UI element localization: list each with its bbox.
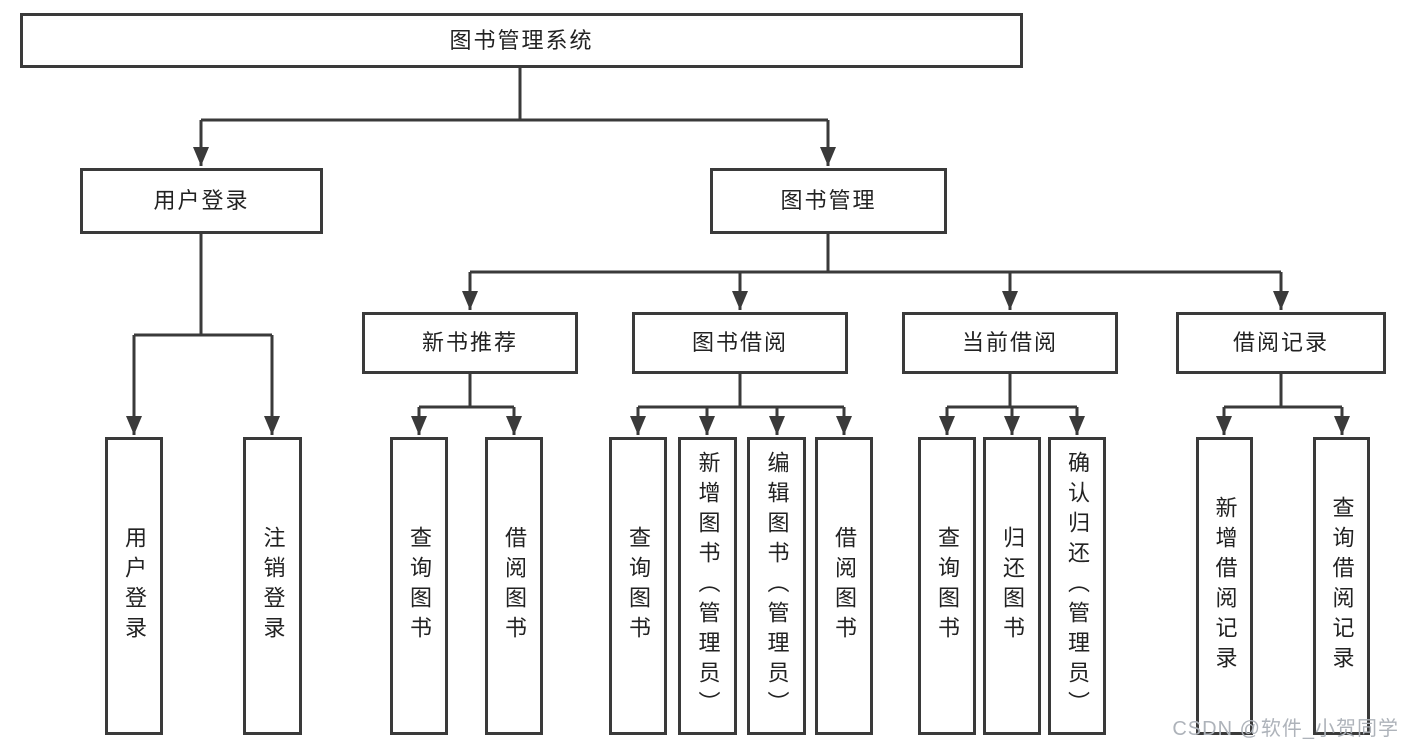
arrowhead-icon — [820, 147, 836, 166]
arrowhead-icon — [462, 291, 478, 310]
arrowhead-icon — [411, 416, 427, 435]
leaf-newbook-query-books: 查询图书 — [390, 437, 448, 735]
leaf-current-query-books: 查询图书 — [918, 437, 976, 735]
connector-borrow-records — [1222, 374, 1344, 435]
arrowhead-icon — [1002, 291, 1018, 310]
leaf-newbook-borrow-books: 借阅图书 — [485, 437, 543, 735]
arrowhead-icon — [732, 291, 748, 310]
node-library-system: 图书管理系统 — [20, 13, 1023, 68]
leaf-borrow-add-books-admin: 新增图书（管理员） — [678, 437, 737, 735]
connector-book-management — [468, 234, 1283, 310]
arrowhead-icon — [939, 416, 955, 435]
node-new-book-recommend: 新书推荐 — [362, 312, 578, 374]
node-book-management: 图书管理 — [710, 168, 947, 234]
leaf-records-query-record: 查询借阅记录 — [1313, 437, 1370, 735]
leaf-user-login: 用户登录 — [105, 437, 163, 735]
arrowhead-icon — [193, 147, 209, 166]
arrowhead-icon — [1334, 416, 1350, 435]
arrowhead-icon — [1216, 416, 1232, 435]
node-user-login: 用户登录 — [80, 168, 323, 234]
connector-current-borrow — [945, 374, 1079, 435]
arrowhead-icon — [126, 416, 142, 435]
csdn-watermark: CSDN @软件_小贺同学 — [1172, 718, 1399, 740]
arrowhead-icon — [264, 416, 280, 435]
connector-book-borrow — [636, 374, 846, 435]
connector-root — [199, 68, 830, 166]
leaf-logout: 注销登录 — [243, 437, 302, 735]
arrowhead-icon — [699, 416, 715, 435]
node-current-borrow: 当前借阅 — [902, 312, 1118, 374]
arrowhead-icon — [836, 416, 852, 435]
arrowhead-icon — [769, 416, 785, 435]
leaf-records-add-record: 新增借阅记录 — [1196, 437, 1253, 735]
connector-user-login — [132, 234, 274, 435]
node-book-borrow: 图书借阅 — [632, 312, 848, 374]
node-borrow-records: 借阅记录 — [1176, 312, 1386, 374]
leaf-current-confirm-return-admin: 确认归还（管理员） — [1048, 437, 1106, 735]
leaf-current-return-books: 归还图书 — [983, 437, 1041, 735]
arrowhead-icon — [506, 416, 522, 435]
arrowhead-icon — [1273, 291, 1289, 310]
connector-new-book — [417, 374, 516, 435]
arrowhead-icon — [1004, 416, 1020, 435]
leaf-borrow-edit-books-admin: 编辑图书（管理员） — [747, 437, 806, 735]
leaf-borrow-borrow-books: 借阅图书 — [815, 437, 873, 735]
leaf-borrow-query-books: 查询图书 — [609, 437, 667, 735]
arrowhead-icon — [630, 416, 646, 435]
arrowhead-icon — [1069, 416, 1085, 435]
